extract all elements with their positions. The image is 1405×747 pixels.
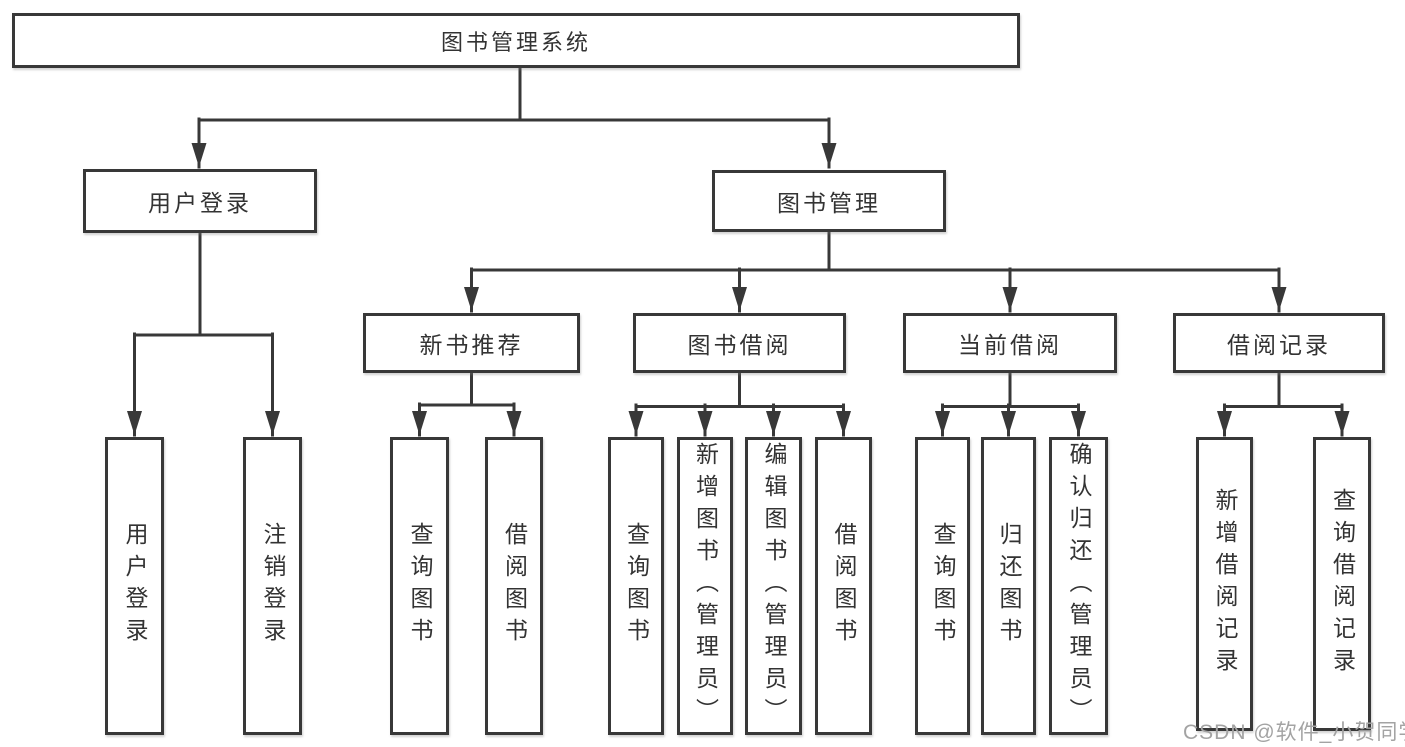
node-label: 用户登录 xyxy=(122,522,148,650)
node-label: 当前借阅 xyxy=(958,332,1062,358)
node-borrowing-records: 借阅记录 xyxy=(1173,313,1385,373)
node-label: 查询图书 xyxy=(623,522,650,650)
node-label: 编辑图书（管理员） xyxy=(761,442,787,730)
node-label: 图书管理 xyxy=(777,190,881,216)
node-label: 新书推荐 xyxy=(419,332,524,358)
node-user-login-leaf: 用户登录 xyxy=(105,437,164,735)
node-add-borrowing-record: 新增借阅记录 xyxy=(1196,437,1253,731)
node-label: 查询图书 xyxy=(930,522,956,650)
node-book-management: 图书管理 xyxy=(712,170,946,232)
node-library-management-system: 图书管理系统 xyxy=(12,13,1020,68)
node-query-books-current: 查询图书 xyxy=(915,437,970,735)
node-add-books-admin: 新增图书（管理员） xyxy=(677,437,733,735)
node-label: 确认归还（管理员） xyxy=(1066,442,1092,730)
node-new-book-recommendation: 新书推荐 xyxy=(363,313,580,373)
node-edit-books-admin: 编辑图书（管理员） xyxy=(745,437,802,735)
node-return-books: 归还图书 xyxy=(981,437,1036,735)
csdn-watermark: CSDN @软件_小贺同学 xyxy=(1183,721,1405,744)
node-label: 用户登录 xyxy=(148,190,252,216)
node-label: 图书借阅 xyxy=(687,332,792,358)
node-borrow-books-recommend: 借阅图书 xyxy=(485,437,543,735)
node-label: 借阅图书 xyxy=(501,522,528,650)
node-book-borrowing: 图书借阅 xyxy=(633,313,846,373)
node-label: 借阅图书 xyxy=(831,522,857,650)
node-label: 借阅记录 xyxy=(1227,332,1331,358)
node-label: 查询图书 xyxy=(407,522,433,650)
node-query-books-recommend: 查询图书 xyxy=(390,437,449,735)
node-user-login: 用户登录 xyxy=(83,169,317,233)
node-query-borrowing-record: 查询借阅记录 xyxy=(1313,437,1371,731)
node-query-books-borrowing: 查询图书 xyxy=(608,437,664,735)
node-label: 归还图书 xyxy=(996,522,1022,650)
node-current-borrowing: 当前借阅 xyxy=(903,313,1117,373)
node-label: 查询借阅记录 xyxy=(1329,488,1356,680)
node-label: 注销登录 xyxy=(260,522,286,650)
node-label: 新增借阅记录 xyxy=(1212,488,1238,680)
node-label: 新增图书（管理员） xyxy=(692,442,719,730)
node-borrow-books-borrowing: 借阅图书 xyxy=(815,437,872,735)
node-logout: 注销登录 xyxy=(243,437,302,735)
node-confirm-return-admin: 确认归还（管理员） xyxy=(1049,437,1108,735)
node-label: 图书管理系统 xyxy=(440,29,591,55)
